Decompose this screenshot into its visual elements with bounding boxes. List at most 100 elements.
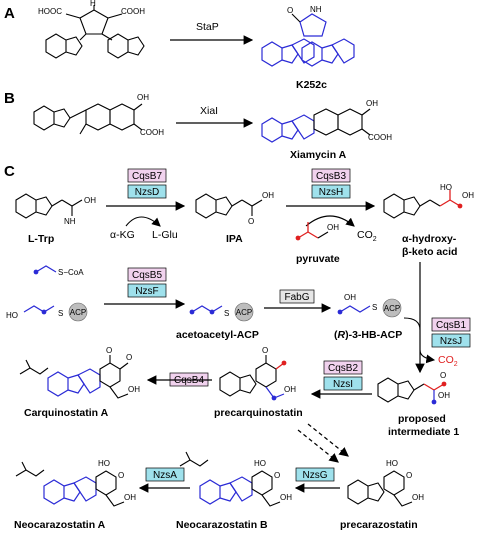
label-pyruvate: pyruvate [296,253,340,265]
precarazostatin-structure: HO O OH [347,459,424,507]
enzyme-box-nzsg [295,467,335,482]
panel-label-c: C [4,163,15,180]
enzyme-xial: XiaI [200,105,218,117]
carquinostatin-structure: O O OH [19,346,140,399]
cofactor-co2-top: CO2 [357,229,377,243]
svg-text:S: S [372,303,377,312]
svg-text:HO: HO [98,459,110,468]
enzyme-box-nzsf [127,283,167,298]
svg-text:S: S [58,309,63,318]
label-ltrp: L-Trp [28,233,54,245]
malonyl-acp-structures: S−CoA HO S ACP [6,265,88,322]
xiamycin-structure: OH COOH [261,99,392,143]
svg-text:CqsB7: CqsB7 [132,171,162,182]
svg-text:OH: OH [412,493,424,502]
xiamycin-precursor: OH COOH [33,93,164,137]
enzyme-box-cqsb3 [311,168,351,183]
enzyme-box-cqsb7 [127,168,167,183]
enzyme-box-fabg [279,289,315,304]
svg-text:HO: HO [440,183,452,192]
label-acetoacetyl: acetoacetyl-ACP [176,329,259,341]
dashed-arrow-1 [307,423,349,457]
panel-label-b: B [4,90,15,107]
hb-acp-structure: OH S ACP [337,293,402,318]
svg-text:HO: HO [6,311,18,320]
enzyme-box-nzsa [145,467,185,482]
label-carquinostatin: Carquinostatin A [24,407,109,419]
svg-text:ACP: ACP [70,308,86,317]
label-hydroxy-line2: β-keto acid [402,246,457,258]
svg-text:CqsB5: CqsB5 [132,270,162,281]
svg-text:O: O [126,353,132,362]
svg-text:CqsB3: CqsB3 [316,171,346,182]
svg-text:O: O [248,217,254,226]
svg-text:O: O [262,346,268,355]
svg-text:OH: OH [327,223,339,232]
svg-text:H: H [90,0,96,8]
enzyme-box-nzsd [127,184,167,199]
intermediate-1-structure: O OH [377,371,450,405]
svg-text:COOH: COOH [121,7,145,16]
enzyme-box-nzsj [431,333,471,348]
svg-text:S−CoA: S−CoA [58,268,84,277]
neocarazostatin-b-structure: HO O OH [179,451,292,507]
svg-text:CqsB1: CqsB1 [436,320,466,331]
panel-label-a: A [4,5,15,22]
acetoacetyl-acp-structure: S ACP [189,302,254,322]
svg-text:OH: OH [84,196,96,205]
svg-text:O: O [274,471,280,480]
label-ipa: IPA [226,233,243,245]
label-neo-a: Neocarazostatin A [14,519,106,531]
svg-text:NH: NH [64,217,76,226]
svg-text:O: O [118,471,124,480]
svg-text:HOOC: HOOC [38,7,62,16]
enzyme-box-cqsb2 [323,360,363,375]
svg-text:NH: NH [310,5,322,14]
label-intermediate-line1: proposed [398,413,446,425]
svg-text:OH: OH [366,99,378,108]
arcyriaflavin-precursor: H HOOC COOH [38,0,145,59]
enzyme-stap: StaP [196,21,219,33]
ltrp-structure: OH NH [15,193,96,226]
cofactor-lglu: L-Glu [152,229,178,241]
svg-text:OH: OH [438,391,450,400]
svg-text:NzsA: NzsA [153,470,177,481]
svg-text:OH: OH [462,191,474,200]
svg-text:NzsH: NzsH [319,187,343,198]
cofactor-akg: α-KG [110,229,135,241]
svg-text:NzsF: NzsF [135,286,158,297]
svg-text:O: O [287,6,293,15]
enzyme-box-cqsb1 [431,317,471,332]
svg-text:O: O [106,346,112,355]
label-precarazostatin: precarazostatin [340,519,418,531]
cofactor-co2-red: CO2 [438,354,458,368]
pyruvate-structure: OH [295,222,339,241]
enzyme-box-nzsi [323,376,363,391]
enzyme-box-nzsh [311,184,351,199]
svg-text:NzsG: NzsG [303,470,328,481]
label-neo-b: Neocarazostatin B [176,519,268,531]
svg-text:NzsD: NzsD [135,187,159,198]
svg-text:CqsB2: CqsB2 [328,363,358,374]
svg-text:NzsJ: NzsJ [440,336,462,347]
label-intermediate-line2: intermediate 1 [388,426,459,438]
hydroxy-keto-acid-structure: HO OH [383,183,474,219]
precarquinostatin-structure: O OH [219,346,296,401]
neocarazostatin-a-structure: HO O OH [15,459,136,507]
svg-text:COOH: COOH [368,133,392,142]
svg-text:S: S [224,309,229,318]
svg-text:OH: OH [262,191,274,200]
svg-text:OH: OH [137,93,149,102]
label-hb-acp: (R)-3-HB-ACP [334,329,402,341]
svg-text:OH: OH [284,385,296,394]
svg-text:ACP: ACP [384,304,400,313]
svg-text:HO: HO [386,459,398,468]
svg-text:HO: HO [254,459,266,468]
label-hydroxy-line1: α-hydroxy- [402,233,457,245]
svg-text:OH: OH [128,385,140,394]
ipa-structure: O OH [195,191,274,226]
svg-text:ACP: ACP [236,308,252,317]
svg-text:FabG: FabG [284,292,309,303]
